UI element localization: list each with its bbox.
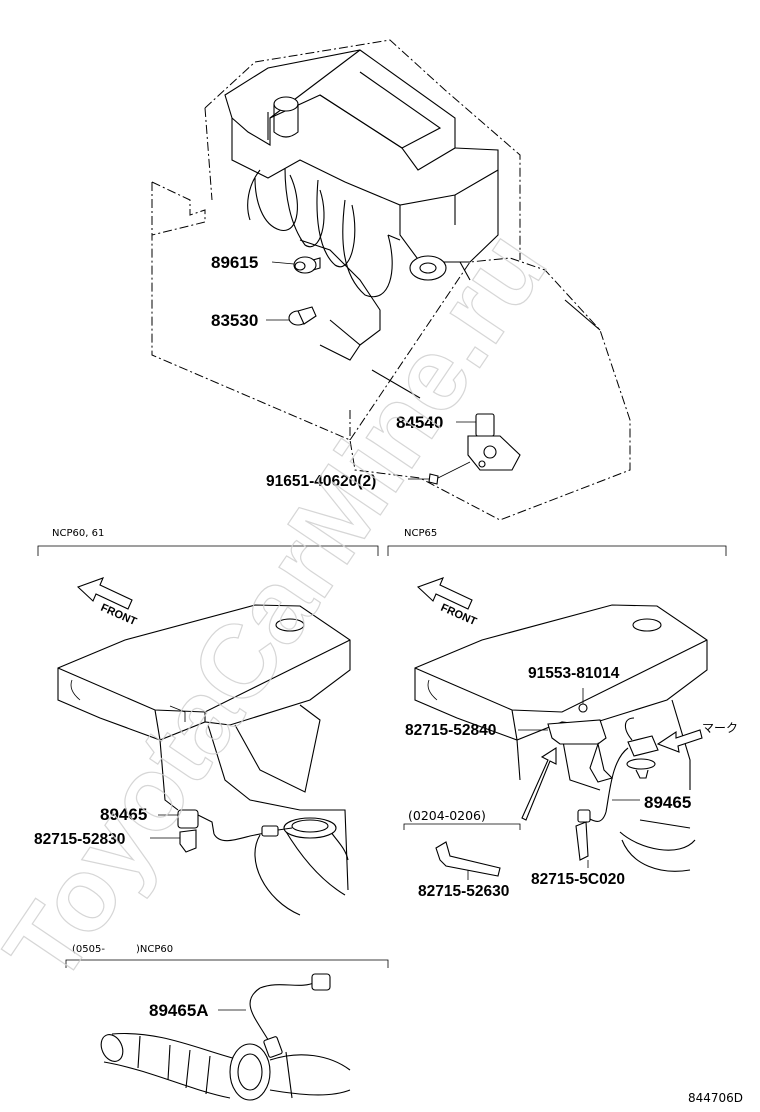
left-o2-sensor-89465[interactable] xyxy=(158,809,293,842)
right-panel-bracket xyxy=(387,545,727,556)
right-front-arrow xyxy=(416,577,473,610)
left-panel-header: NCP60, 61 xyxy=(52,528,104,539)
right-engine-cover xyxy=(414,604,708,872)
left-engine-cover xyxy=(57,604,351,916)
right-label-82715-52630: 82715-52630 xyxy=(418,883,509,900)
label-84540: 84540 xyxy=(396,413,443,432)
bottom-label-89465a: 89465A xyxy=(149,1001,209,1020)
left-bracket-82715-52830[interactable] xyxy=(150,829,197,853)
engine-block-drawing xyxy=(151,39,631,521)
date-range-bracket xyxy=(403,823,521,830)
right-date-range: (0204-0206) xyxy=(408,808,486,823)
bottom-o2-sensor-89465a[interactable] xyxy=(218,973,331,1058)
left-front-label: FRONT xyxy=(99,602,139,628)
bottom-panel-bracket xyxy=(65,959,389,968)
right-bolt-91553[interactable] xyxy=(578,688,588,713)
bracket-82715-52630[interactable] xyxy=(435,841,501,880)
right-front-label: FRONT xyxy=(439,602,479,628)
right-pointer-arrow xyxy=(521,746,557,821)
left-front-arrow xyxy=(76,577,133,610)
drawing-code: 844706D xyxy=(688,1091,743,1105)
label-83530: 83530 xyxy=(211,311,258,330)
label-89615: 89615 xyxy=(211,253,258,272)
right-label-89465: 89465 xyxy=(644,793,691,812)
left-label-89465: 89465 xyxy=(100,805,147,824)
vsv-sensor-89615[interactable] xyxy=(271,256,321,274)
bottom-panel-range: (0505- xyxy=(72,944,105,955)
left-label-82715-52830: 82715-52830 xyxy=(34,831,125,848)
bottom-panel-model: )NCP60 xyxy=(136,944,173,955)
clamp-82715-5c020[interactable] xyxy=(575,821,589,868)
right-label-91553: 91553-81014 xyxy=(528,665,620,682)
mark-arrow xyxy=(656,729,703,753)
right-o2-sensor-89465[interactable] xyxy=(577,717,659,823)
right-bracket-82715-52840[interactable] xyxy=(518,719,614,783)
left-panel-bracket xyxy=(37,545,379,556)
oil-pressure-switch-83530[interactable] xyxy=(266,306,317,326)
right-panel-header: NCP65 xyxy=(404,528,437,539)
mark-label: マーク xyxy=(702,721,738,735)
right-label-82715-52840: 82715-52840 xyxy=(405,722,496,739)
bolt-91651[interactable] xyxy=(408,461,471,485)
neutral-start-switch-84540[interactable] xyxy=(456,413,521,471)
right-label-82715-5c020: 82715-5C020 xyxy=(531,871,625,888)
exhaust-pipe-drawing xyxy=(100,1032,351,1101)
label-91651: 91651-40620(2) xyxy=(266,473,376,490)
